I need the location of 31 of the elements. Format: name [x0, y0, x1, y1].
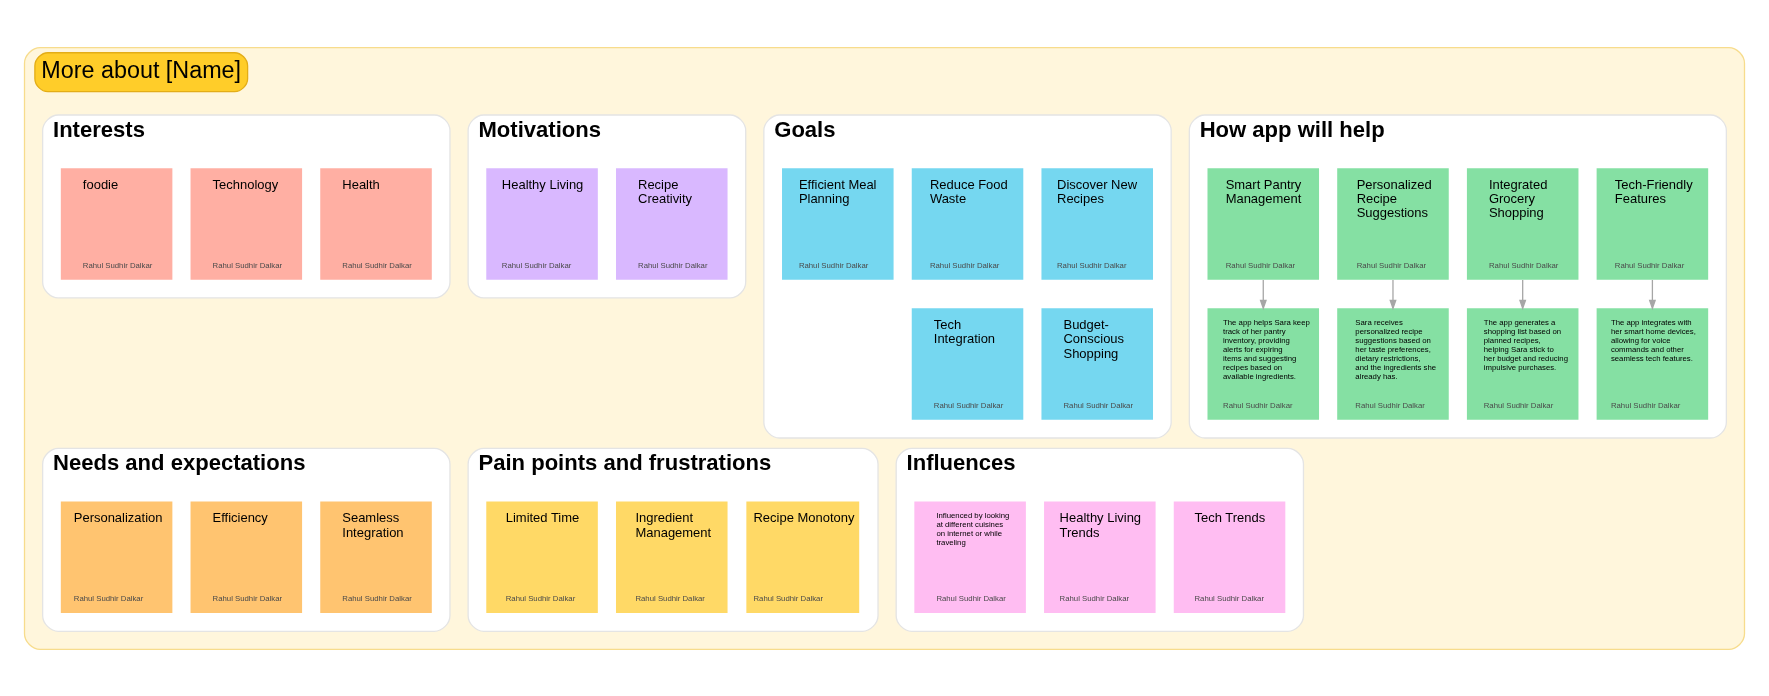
- node-box: Integrated Grocery Shopping Rahul Sudhir Dalkar: [1466, 167, 1579, 280]
- node-box: Tech-Friendly Features Rahul Sudhir Dalkar: [1596, 167, 1709, 280]
- node-box: Efficient Meal Planning Rahul Sudhir Dalkar: [782, 167, 894, 280]
- node-box: Ingredient Management Rahul Sudhir Dalkar: [616, 501, 728, 613]
- node-box: Personalization Rahul Sudhir Dalkar: [60, 501, 173, 613]
- node-box: Limited Time Rahul Sudhir Dalkar: [486, 501, 598, 613]
- node-box: Seamless Integration Rahul Sudhir Dalkar: [320, 501, 432, 613]
- node-box: Health Rahul Sudhir Dalkar: [320, 167, 432, 280]
- node-box: Healthy Living Rahul Sudhir Dalkar: [486, 167, 598, 280]
- arrow: [1389, 278, 1397, 310]
- node-box: Technology Rahul Sudhir Dalkar: [190, 167, 303, 280]
- node-box: Smart Pantry Management Rahul Sudhir Dalkar: [1207, 167, 1320, 280]
- node-box: Recipe Monotony Rahul Sudhir Dalkar: [746, 501, 860, 613]
- node-box: The app helps Sara keep track of her pantry inventory, providing alerts for expiring items and suggesting recipes based on available ingredients. Rahul Sudhir Dalkar: [1207, 307, 1320, 420]
- node-box: Reduce Food Waste Rahul Sudhir Dalkar: [911, 167, 1024, 280]
- node-box: Personalized Recipe Suggestions Rahul Sudhir Dalkar: [1337, 167, 1449, 280]
- node-box: Healthy Living Trends Rahul Sudhir Dalkar: [1044, 501, 1156, 613]
- node-box: Tech Integration Rahul Sudhir Dalkar: [911, 307, 1024, 420]
- node-box: Influenced by looking at different cuisines on internet or while traveling Rahul Sudhir Dalkar: [914, 501, 1026, 613]
- node-box: Discover New Recipes Rahul Sudhir Dalkar: [1041, 167, 1153, 280]
- node-box: Tech Trends Rahul Sudhir Dalkar: [1173, 501, 1286, 613]
- arrow: [1259, 278, 1267, 310]
- node-box: Sara receives personalized recipe suggestions based on her taste preferences, dietary restrictions, and the ingredients she already has. Rahul Sudhir Dalkar: [1337, 307, 1449, 420]
- arrow: [1648, 278, 1657, 310]
- node-box: Efficiency Rahul Sudhir Dalkar: [190, 501, 303, 613]
- node-box: Recipe Creativity Rahul Sudhir Dalkar: [616, 167, 728, 280]
- node-box: Budget-Conscious Shopping Rahul Sudhir Dalkar: [1041, 307, 1153, 420]
- node-box: The app integrates with her smart home devices, allowing for voice commands and other seamless tech features. Rahul Sudhir Dalkar: [1596, 307, 1709, 420]
- arrow: [1519, 278, 1527, 310]
- node-box: foodie Rahul Sudhir Dalkar: [60, 167, 173, 280]
- node-box: The app generates a shopping list based on planned recipes, helping Sara stick to her budget and reducing impulsive purchases. Rahul Sudhir Dalkar: [1466, 307, 1579, 420]
